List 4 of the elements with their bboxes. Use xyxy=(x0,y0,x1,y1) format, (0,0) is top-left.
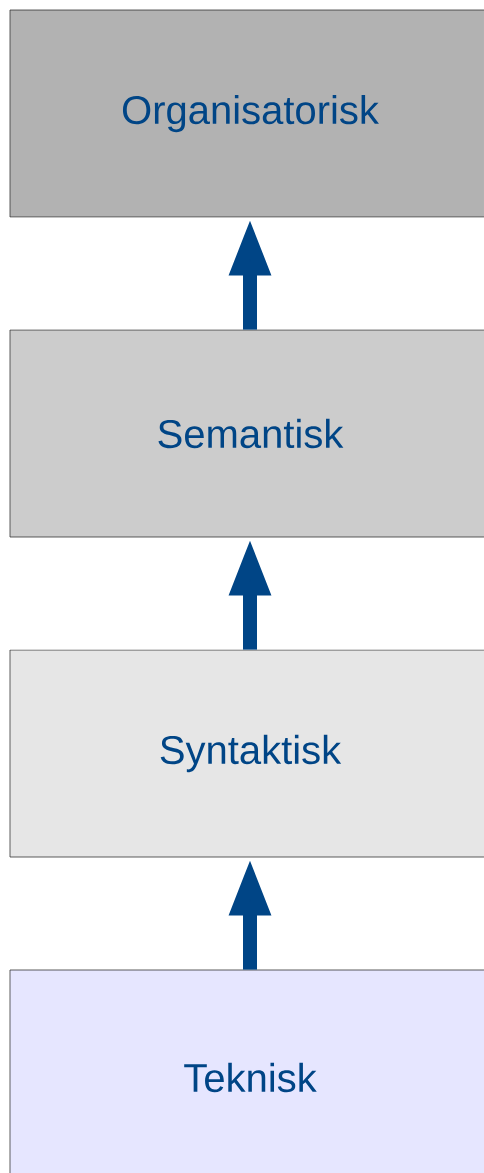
layer-box: Teknisk xyxy=(9,969,484,1173)
layer-box: Organisatorisk xyxy=(9,9,484,218)
layer-box: Semantisk xyxy=(9,329,484,538)
layer-box: Syntaktisk xyxy=(9,649,484,858)
